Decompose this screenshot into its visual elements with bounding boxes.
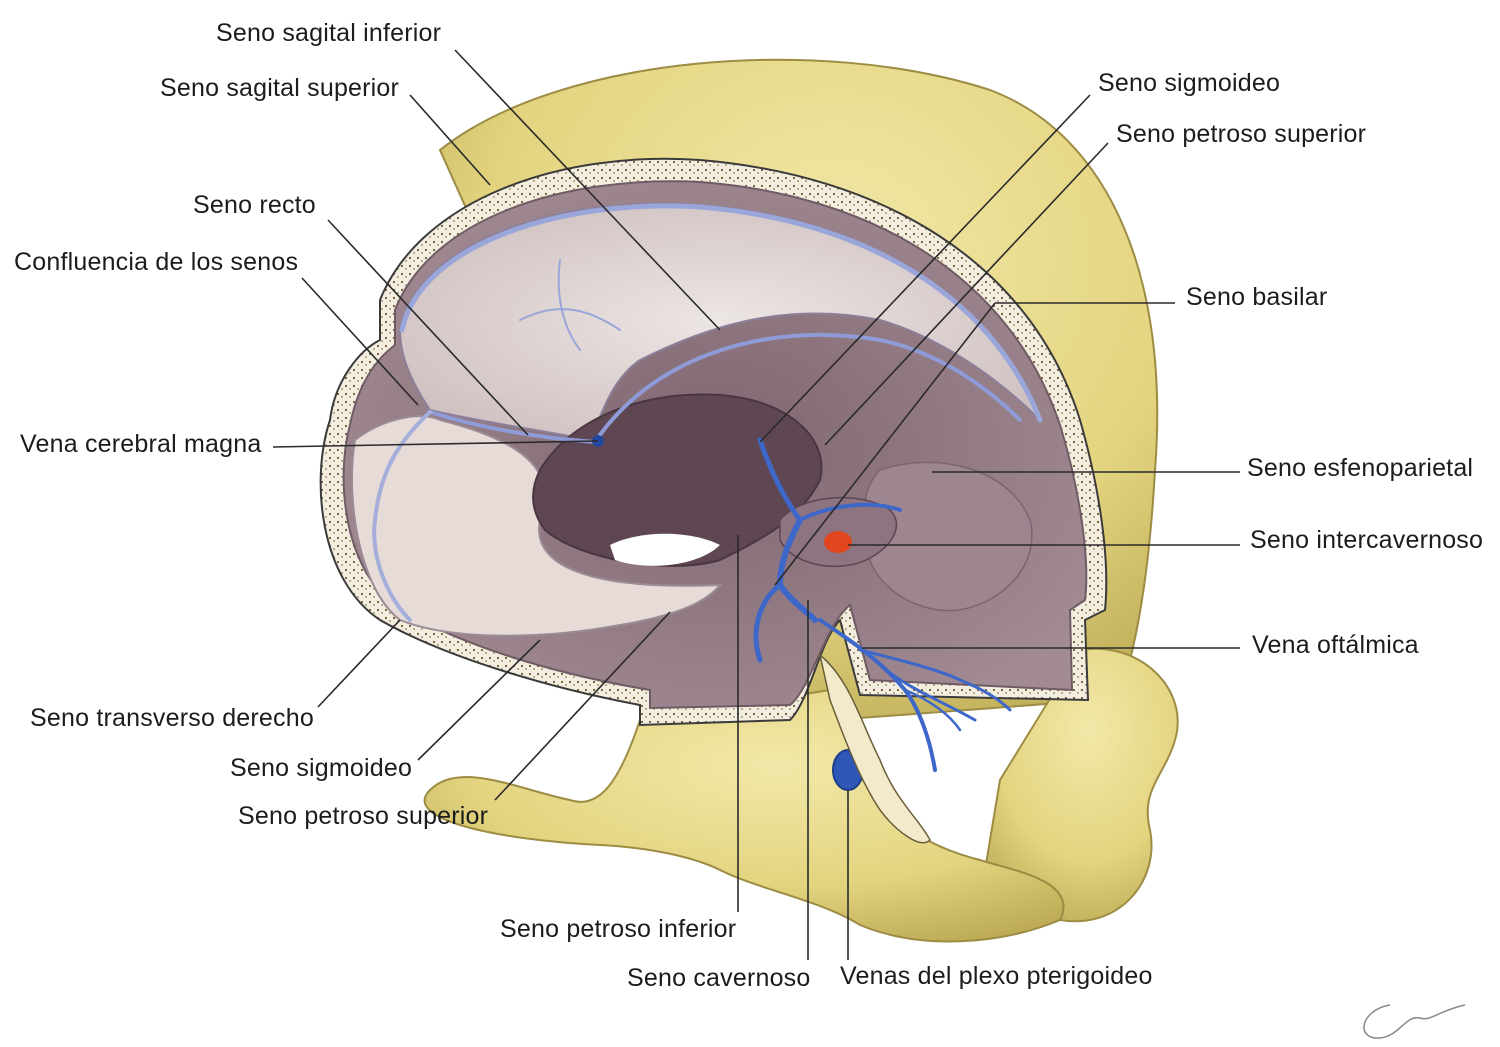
skull-base xyxy=(423,688,1065,943)
label-seno-cavernoso: Seno cavernoso xyxy=(627,964,811,992)
tentorium-cerebelli xyxy=(351,415,723,637)
label-vena-oftalmica: Vena oftálmica xyxy=(1252,631,1419,659)
label-seno-sigmoideo-right: Seno sigmoideo xyxy=(1098,69,1281,97)
label-seno-petroso-superior-left: Seno petroso superior xyxy=(238,802,489,830)
label-confluencia-de-los-senos: Confluencia de los senos xyxy=(14,248,299,276)
label-seno-petroso-inferior: Seno petroso inferior xyxy=(500,915,737,943)
signature-mark xyxy=(1363,1004,1466,1039)
label-venas-del-plexo-pterigoideo: Venas del plexo pterigoideo xyxy=(840,962,1153,990)
petrous-bone-cut xyxy=(818,653,931,844)
pituitary-gland xyxy=(824,531,852,553)
label-seno-esfenoparietal: Seno esfenoparietal xyxy=(1247,454,1474,482)
label-seno-sagital-superior: Seno sagital superior xyxy=(160,74,400,102)
label-seno-petroso-superior-right: Seno petroso superior xyxy=(1116,120,1367,148)
leader-lines xyxy=(272,49,1240,960)
label-seno-transverso-derecho: Seno transverso derecho xyxy=(30,704,314,732)
label-seno-sigmoideo-left: Seno sigmoideo xyxy=(230,754,413,782)
label-seno-recto: Seno recto xyxy=(193,191,316,219)
label-seno-sagital-inferior: Seno sagital inferior xyxy=(216,19,442,47)
label-seno-basilar: Seno basilar xyxy=(1186,283,1328,311)
label-seno-intercavernoso: Seno intercavernoso xyxy=(1250,526,1484,554)
face-bone xyxy=(978,647,1179,923)
venous-sinuses xyxy=(372,203,1043,772)
label-vena-cerebral-magna: Vena cerebral magna xyxy=(20,430,262,458)
foramen-magnum xyxy=(610,533,720,566)
